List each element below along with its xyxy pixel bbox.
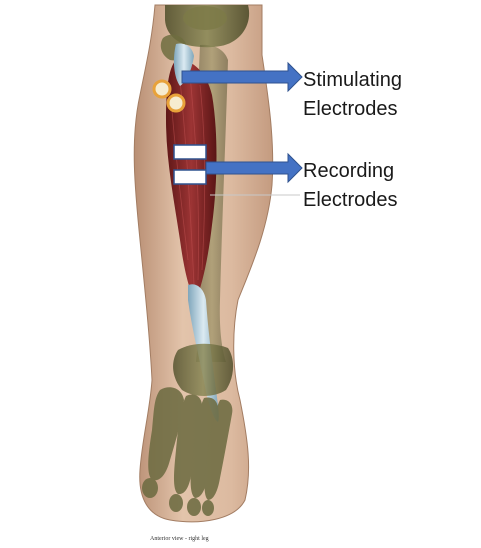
stimulating-label-line1: Stimulating bbox=[303, 66, 402, 95]
stimulating-electrodes-label: Stimulating Electrodes bbox=[303, 66, 402, 124]
stimulating-electrode-1 bbox=[154, 81, 170, 97]
recording-electrode-1 bbox=[174, 145, 206, 159]
recording-electrodes-label: Recording Electrodes bbox=[303, 157, 398, 215]
ankle-bones bbox=[173, 344, 233, 396]
figure-caption: Anterior view - right leg bbox=[150, 536, 209, 542]
stimulating-electrode-2 bbox=[168, 95, 184, 111]
patella bbox=[183, 6, 227, 30]
stimulating-label-line2: Electrodes bbox=[303, 95, 402, 124]
recording-label-line1: Recording bbox=[303, 157, 398, 186]
recording-electrode-2 bbox=[174, 170, 206, 184]
recording-label-line2: Electrodes bbox=[303, 186, 398, 215]
